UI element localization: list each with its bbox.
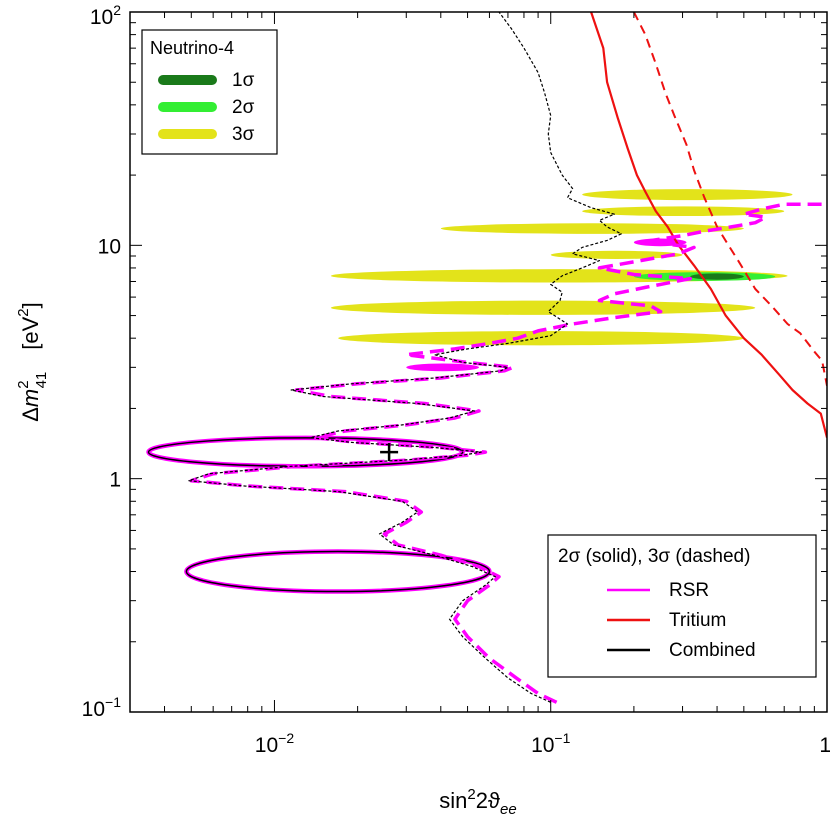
x-axis-label: sin22ϑee <box>439 786 516 818</box>
legend2-label-1: Tritium <box>669 610 726 631</box>
axes: 10−2 10−1 1 10−1 1 10 102 <box>82 2 830 757</box>
legend-rsr-tritium: 2σ (solid), 3σ (dashed) RSR TritiumCombine… <box>547 534 817 678</box>
x-tick-label-1: 10−1 <box>531 730 571 757</box>
legend2-title: 2σ (solid), 3σ (dashed) <box>558 546 750 567</box>
x-tick-label-2: 1 <box>819 734 830 757</box>
legend-label-2: 3σ <box>232 124 255 145</box>
legend2-box <box>547 534 817 678</box>
region-3σ-3 <box>550 250 683 259</box>
y-tick-label-2: 10 <box>98 235 121 258</box>
region-3σ-6 <box>338 331 744 346</box>
y-tick-label-1: 1 <box>109 469 121 492</box>
best-fit-marker <box>380 443 399 462</box>
region-3σ-0 <box>582 189 793 201</box>
legend-neutrino4: Neutrino-4 1σ 2σ 3σ <box>141 29 278 155</box>
contour-combined-0 <box>147 437 464 467</box>
contour-combined-1 <box>185 550 491 593</box>
legend2-label-2: Combined <box>669 640 756 661</box>
legend-label-0: 1σ <box>232 70 255 91</box>
filled-regions <box>330 189 793 372</box>
legend-label-1: 2σ <box>232 97 255 118</box>
closed-contours <box>146 435 492 594</box>
series-tritium-solid <box>590 12 827 438</box>
region-3σ-1 <box>582 206 785 217</box>
legend-title: Neutrino-4 <box>150 38 234 58</box>
series-combined-dotted <box>188 12 622 703</box>
plot-frame <box>129 11 828 713</box>
series-tritium-dashed <box>633 12 827 386</box>
legend2-label-0: RSR <box>669 580 709 601</box>
x-tick-label-0: 10−2 <box>255 730 295 757</box>
region-RSR-2σ-9 <box>406 363 479 372</box>
y-tick-label-0: 10−1 <box>82 694 122 721</box>
y-axis-label: Δm241[eV2] <box>15 302 50 422</box>
series-lines <box>188 12 827 704</box>
region-1σ-8 <box>690 273 744 280</box>
y-tick-label-3: 102 <box>90 2 121 29</box>
region-3σ-5 <box>330 300 756 315</box>
